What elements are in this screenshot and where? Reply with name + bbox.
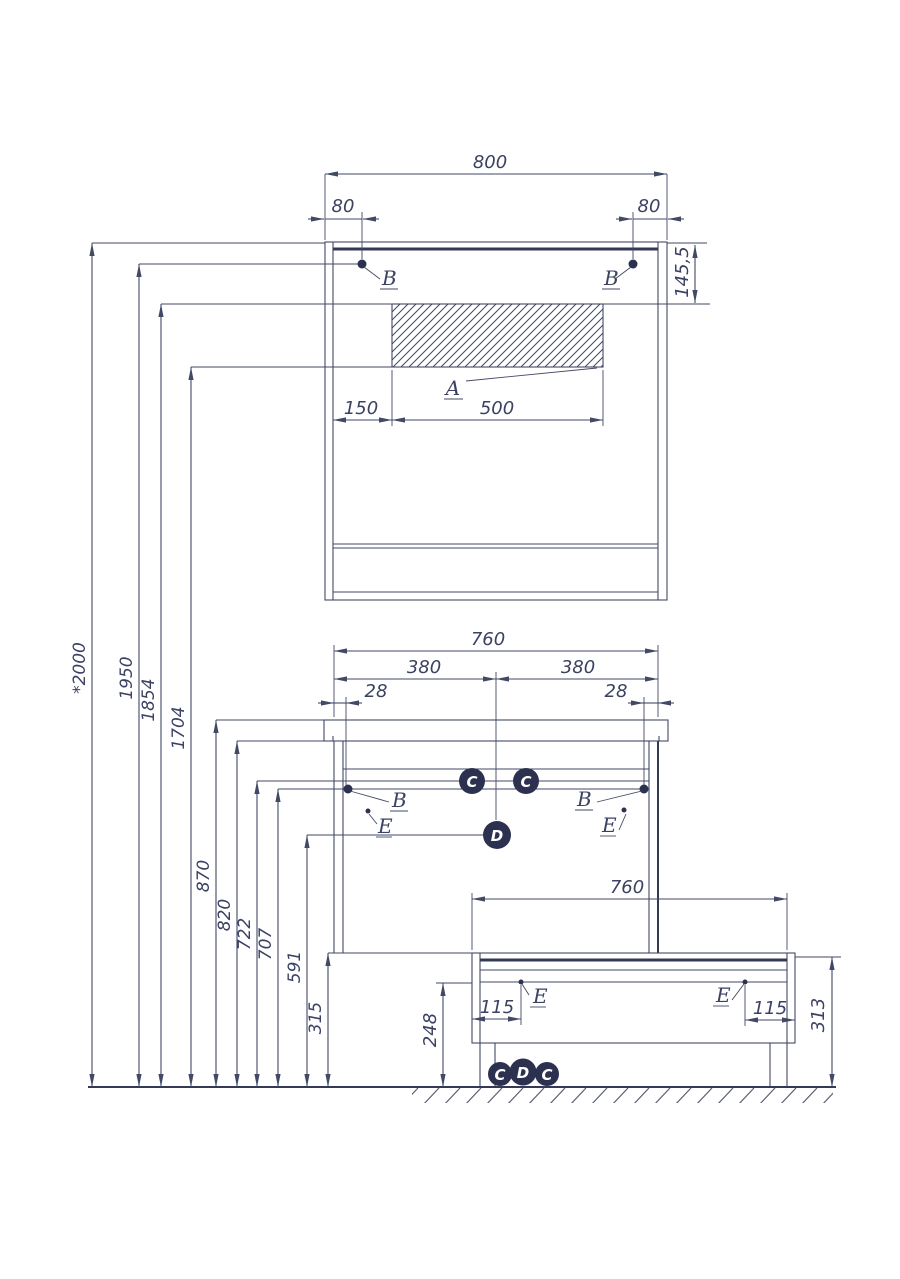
drill-dot-right <box>621 807 627 813</box>
floor-callout-d-balloon <box>509 1058 537 1086</box>
dim-bench-left-hole-offset: 115 <box>480 997 514 1018</box>
callout-e-bench-right: E <box>715 983 731 1007</box>
lamp-hatch-area <box>391 303 604 368</box>
callout-b-vanity-left: B <box>391 788 407 812</box>
dim-lamp-left-offset: 150 <box>344 398 378 419</box>
dim-height-591: 591 <box>285 951 305 983</box>
floor-callout-c-left: C <box>494 1066 505 1084</box>
dim-height-1854: 1854 <box>139 678 159 721</box>
bench-side-view: E E 115 115 248 313 760 C D C <box>420 877 841 1087</box>
dim-bench-height: 313 <box>808 998 829 1032</box>
dim-height-870: 870 <box>194 860 214 892</box>
callout-b-vanity-right: B <box>576 787 592 811</box>
callout-e-vanity-right: E <box>601 813 617 837</box>
hanger-dot-left <box>343 784 353 794</box>
floor-callout-c-right: C <box>541 1066 552 1084</box>
dim-height-820: 820 <box>215 899 235 931</box>
dim-height-722: 722 <box>235 918 255 950</box>
callout-c-left: C <box>466 773 477 791</box>
callout-c-balloon-right <box>513 768 539 794</box>
hanger-dot-right <box>628 259 638 269</box>
dim-height-707: 707 <box>256 928 276 961</box>
drill-dot-left <box>365 808 371 814</box>
dim-vanity-right-half: 380 <box>561 657 595 678</box>
dim-lamp-height: 145,5 <box>672 246 693 298</box>
vanity-front-view: B B E E C C D 760 380 380 <box>257 629 674 954</box>
callout-e-bench-left: E <box>532 984 548 1008</box>
dim-lamp-width: 500 <box>480 398 514 419</box>
dim-height-315: 315 <box>306 1002 326 1034</box>
hanger-dot-left <box>357 259 367 269</box>
callout-c-balloon-left <box>459 768 485 794</box>
dim-mirror-right-offset: 80 <box>638 196 661 217</box>
callout-c-right: C <box>520 773 531 791</box>
dim-bench-right-hole-offset: 115 <box>753 998 787 1019</box>
dim-bench-hole-height: 248 <box>420 1013 441 1047</box>
floor-hatching <box>412 1088 833 1103</box>
dim-vanity-left-offset: 28 <box>365 681 388 702</box>
callout-b-mirror-right: B <box>603 266 619 290</box>
dim-height-1950: 1950 <box>117 656 137 699</box>
dim-bench-width: 760 <box>610 877 644 898</box>
dim-mirror-left-offset: 80 <box>332 196 355 217</box>
callout-b-mirror-left: B <box>381 266 397 290</box>
floor-callout-c-balloon-left <box>488 1062 512 1086</box>
dim-height-1704: 1704 <box>169 706 189 749</box>
dim-vanity-right-offset: 28 <box>605 681 628 702</box>
callout-d: D <box>491 827 503 845</box>
dim-mirror-width: 800 <box>473 152 507 173</box>
mirror-cabinet-view: B B 800 80 80 145,5 A 150 500 <box>308 152 707 601</box>
callout-d-balloon <box>483 821 511 849</box>
floor-line <box>88 1086 836 1103</box>
dim-vanity-left-half: 380 <box>407 657 441 678</box>
dim-height-2000: *2000 <box>70 642 90 694</box>
floor-callout-d: D <box>517 1064 529 1082</box>
dim-vanity-width: 760 <box>471 629 505 650</box>
callout-a-lamp: A <box>444 376 460 400</box>
hanger-dot-right <box>639 784 649 794</box>
callout-e-vanity-left: E <box>377 814 393 838</box>
drill-dot-left <box>518 979 524 985</box>
floor-callout-c-balloon-right <box>535 1062 559 1086</box>
drill-dot-right <box>742 979 748 985</box>
